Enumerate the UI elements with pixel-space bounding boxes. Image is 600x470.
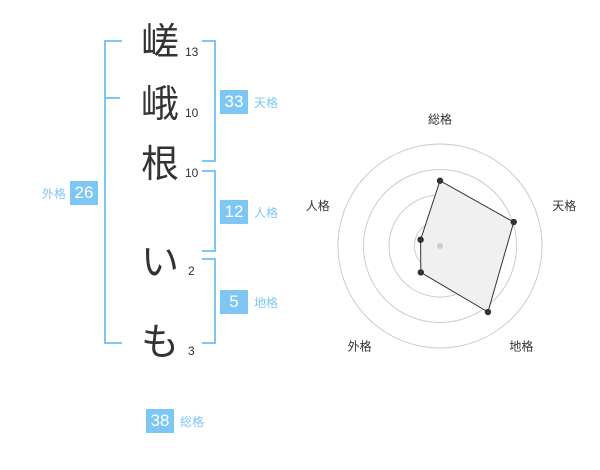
name-char-5: も — [140, 320, 179, 364]
name-char-2: 峨 — [140, 82, 179, 126]
name-char-3: 根 — [140, 142, 179, 186]
name-char-4: い — [140, 240, 179, 284]
chikaku-label: 地格 — [254, 296, 279, 310]
stroke-count-4: 2 — [188, 264, 195, 278]
stroke-count-1: 13 — [185, 45, 199, 59]
radar-axis-label-5: 人格 — [306, 198, 330, 213]
chikaku-value: 5 — [220, 290, 248, 314]
radar-axis-label-4: 外格 — [348, 338, 372, 353]
radar-axis-label-2: 天格 — [552, 198, 576, 213]
tenkaku-bracket — [202, 40, 216, 162]
gaikaku-value: 26 — [70, 181, 98, 205]
stroke-count-2: 10 — [185, 106, 199, 120]
radar-ring-3 — [363, 169, 517, 323]
jinkaku-bracket — [202, 170, 216, 252]
tenkaku-value: 33 — [220, 90, 248, 114]
name-char-1: 嵯 — [140, 20, 179, 64]
tenkaku-label: 天格 — [254, 96, 279, 110]
radar-point-5 — [417, 236, 424, 243]
radar-axis-label-3: 地格 — [509, 338, 533, 353]
gaikaku-bracket-tick — [104, 97, 120, 99]
soukaku-value: 38 — [146, 409, 174, 433]
radar-point-4 — [417, 269, 425, 276]
chikaku-bracket — [202, 258, 216, 344]
radar-polygon — [420, 179, 515, 313]
stroke-count-5: 3 — [188, 344, 195, 358]
gaikaku-bracket — [104, 40, 122, 344]
jinkaku-label: 人格 — [254, 206, 279, 220]
radar-point-1 — [436, 177, 444, 184]
radar-axis-label-1: 総格 — [428, 112, 452, 127]
radar-ring-4 — [337, 143, 543, 349]
soukaku-label: 総格 — [180, 415, 205, 429]
stroke-count-3: 10 — [185, 166, 199, 180]
radar-point-3 — [484, 308, 492, 316]
radar-center-dot — [437, 243, 443, 249]
radar-point-2 — [510, 218, 517, 226]
gaikaku-label: 外格 — [42, 187, 67, 201]
jinkaku-value: 12 — [220, 200, 248, 224]
